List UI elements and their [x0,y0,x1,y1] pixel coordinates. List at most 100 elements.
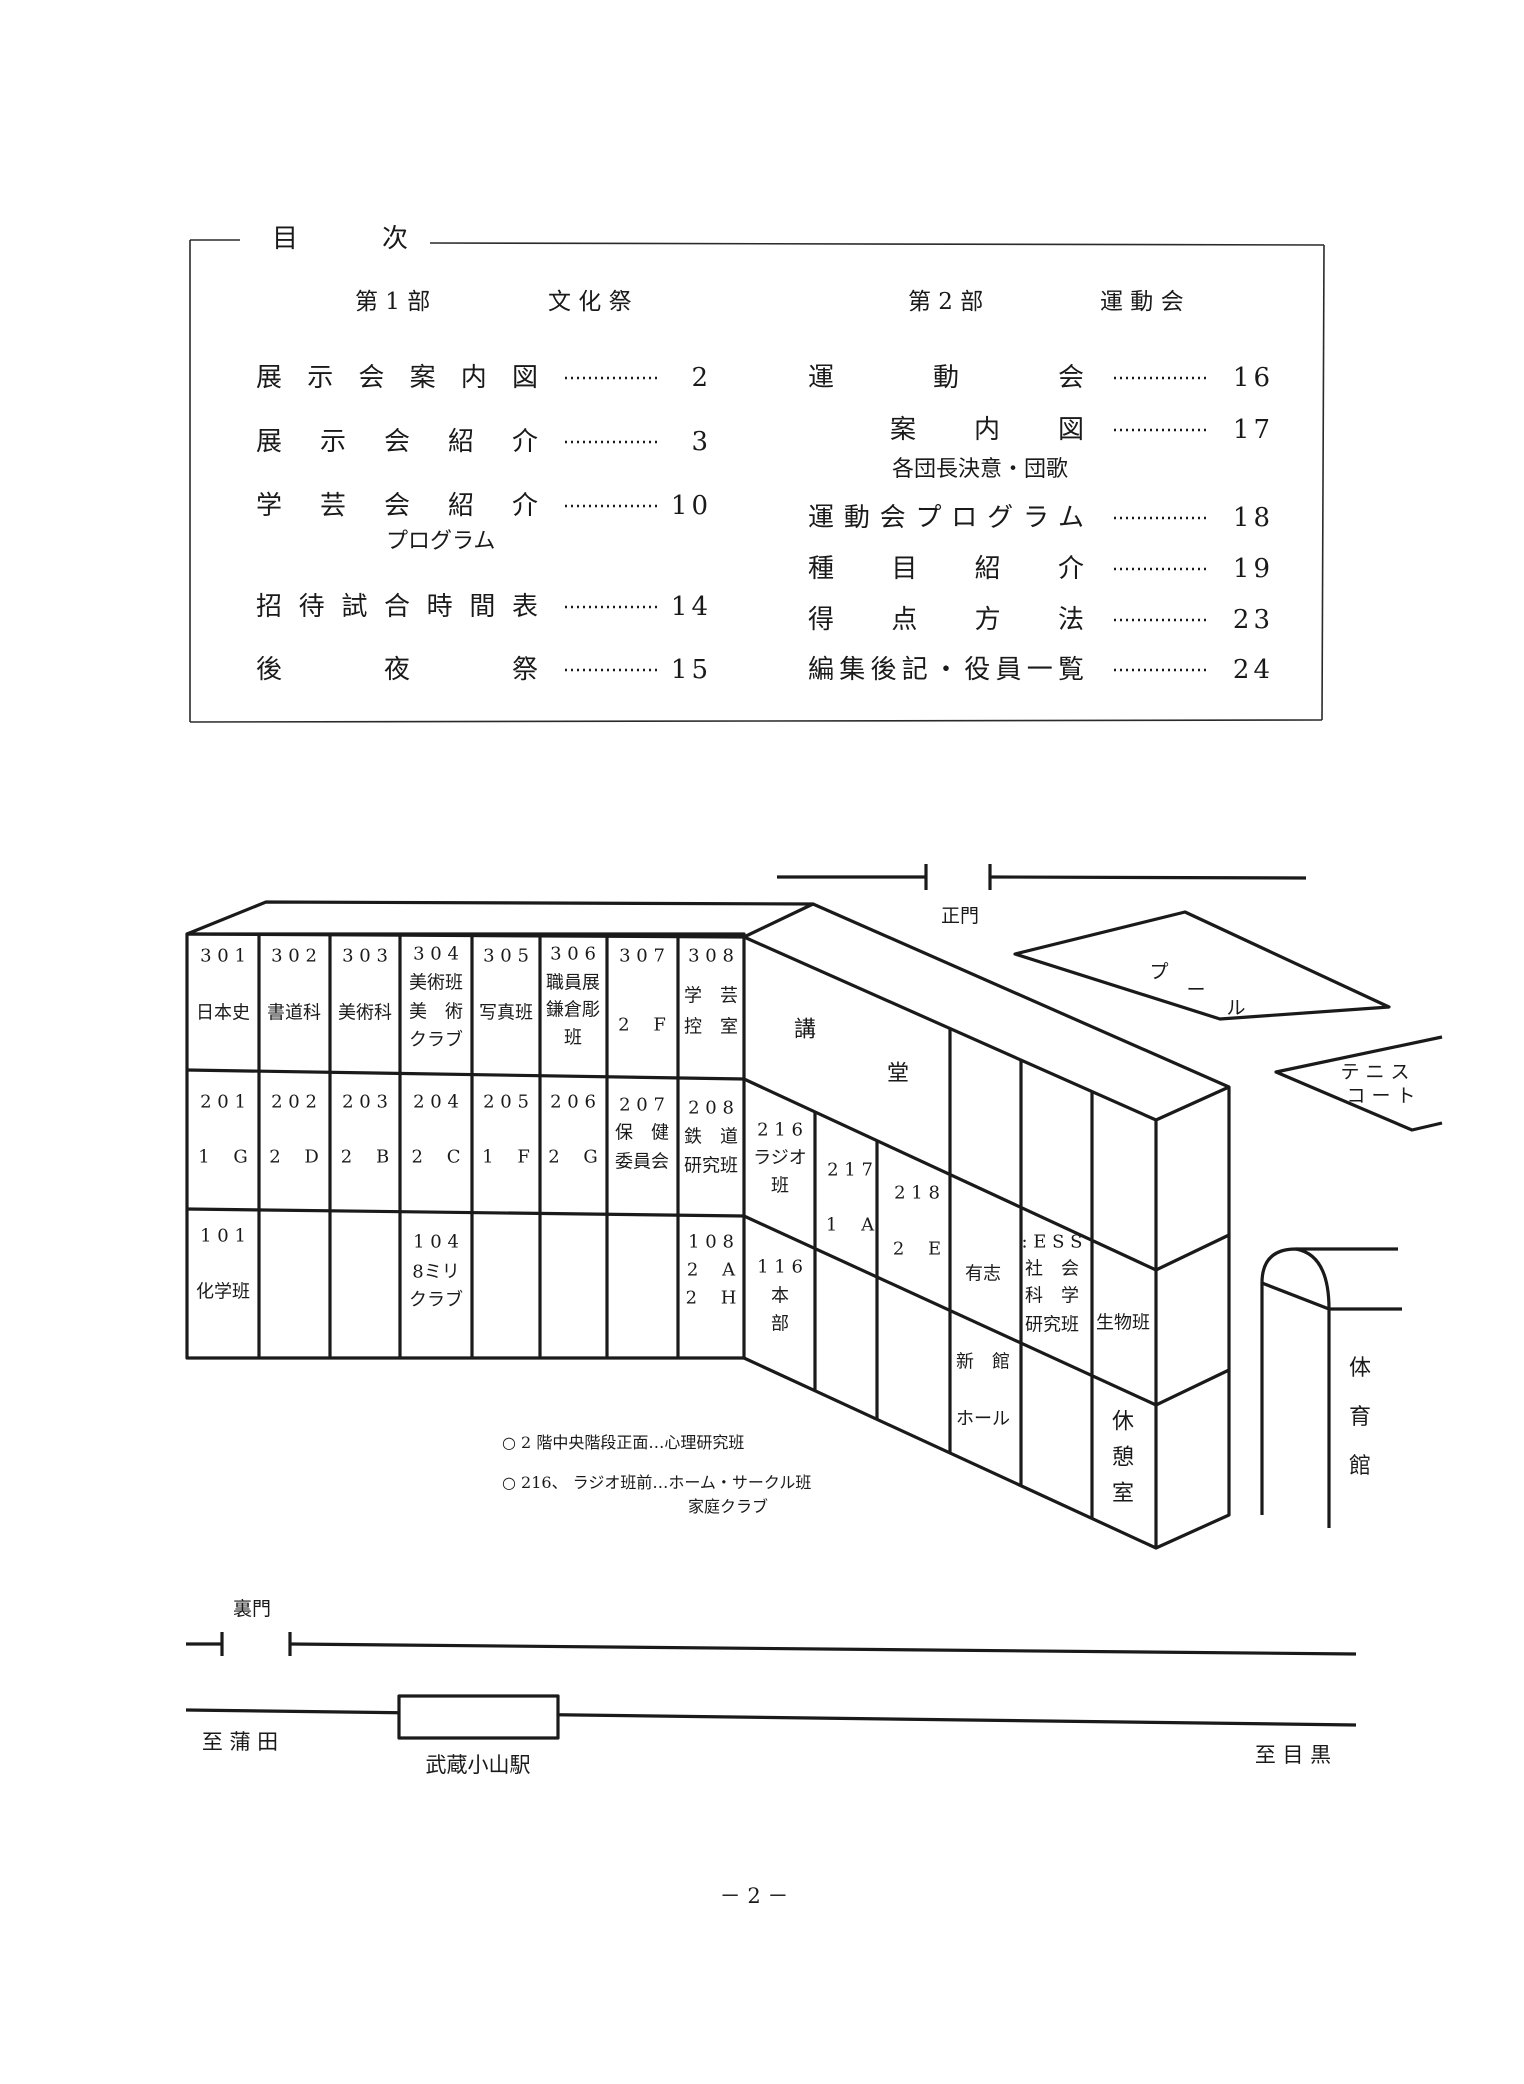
to-kamata-label: 至 蒲 田 [202,1730,278,1754]
room-label: 社 会 [1025,1259,1079,1280]
toc-frame [189,239,1325,723]
room-number: 2 0 7 [619,1095,665,1116]
room-number: 1 0 4 [413,1232,459,1253]
room-label: 2 E [893,1239,941,1260]
pool-label-2: ー [1186,979,1205,1001]
room-label: 2 F [618,1015,666,1036]
part2-name: 運 動 会 [1100,289,1184,315]
toc-item-label: 展示会案内図 [256,363,538,393]
room-number: 2 0 5 [483,1092,529,1113]
toc-item-page: 16 [1233,363,1274,393]
toc-item-page: 24 [1233,655,1274,685]
toc-item-label: 展示会紹介 [256,427,538,457]
toc-item-page: 17 [1233,415,1274,445]
room-label: 学 芸 [684,986,738,1007]
room-number: 休 [1112,1410,1134,1435]
room-number: 2 0 4 [413,1092,459,1113]
room-label: 1 G [198,1147,248,1168]
room-label: 書道科 [267,1003,321,1024]
room-label: 控 室 [684,1017,738,1038]
toc-item-label: 案内図 [890,415,1084,445]
toc-item-label: 学芸会紹介 [256,491,538,521]
room-number: 2 0 1 [200,1092,246,1113]
room-label: 科 学 [1025,1286,1079,1307]
room-label: 写真班 [479,1003,533,1024]
room-number: 3 0 2 [271,946,317,967]
part1-heading: 第 1 部 [355,289,430,315]
room-number: 有志 [965,1264,1001,1285]
room-number: 3 0 3 [342,946,388,967]
pool-label-3: ル [1226,997,1245,1019]
page-number: － 2 － [720,1884,789,1908]
room-label: 美術班 [409,973,463,994]
toc-item-page: 15 [671,655,712,685]
toc-item-sublabel: プログラム [386,529,495,554]
room-number: 1 0 1 [200,1226,246,1247]
room-label: 日本史 [196,1003,250,1024]
toc-item-sublabel: 各団長決意・団歌 [892,457,1068,482]
toc-item-label: 運動会プログラム [808,503,1084,533]
toc-item-page: 14 [671,592,712,622]
toc-title-char-1: 目 [272,224,298,254]
room-label: 2 G [548,1147,598,1168]
room-label: 2 C [412,1147,461,1168]
room-number: 3 0 8 [688,946,734,967]
note-3: 家庭クラブ [688,1497,768,1516]
room-number: 生物班 [1096,1313,1150,1334]
room-number: 2 0 3 [342,1092,388,1113]
station [397,1694,560,1740]
room-number: 3 0 6 [550,944,596,965]
station-label: 武蔵小山駅 [426,1753,531,1777]
room-number: 3 0 1 [200,946,246,967]
room-label: 鎌倉彫 [546,1000,600,1021]
room-label: 鉄 道 [684,1127,738,1148]
part2-heading: 第 2 部 [908,289,983,315]
room-label: 班 [771,1176,789,1197]
room-label: 部 [771,1314,789,1335]
room-label: 本 [771,1286,789,1307]
gym-label-3: 館 [1349,1454,1371,1479]
room-label: 研究班 [684,1156,738,1177]
room-label: クラブ [409,1029,463,1051]
tennis-label-2: コート [1346,1085,1421,1107]
toc-item-label: 編集後記・役員一覧 [808,655,1084,685]
tennis-label-1: テニス [1340,1061,1415,1083]
school-map [185,864,1443,1740]
room-label: 2 D [269,1147,319,1168]
gym-label-1: 体 [1349,1356,1371,1381]
room-label: 2 H [686,1288,737,1309]
toc-item-label: 得点方法 [808,605,1084,635]
room-label: 1 A [826,1215,875,1236]
pool [1013,910,1391,1021]
toc-item-label: 後夜祭 [256,655,538,685]
room-label: 職員展 [546,973,600,994]
room-label: クラブ [409,1289,463,1311]
room-label: 2 A [687,1260,736,1281]
part1-name: 文 化 祭 [548,289,632,315]
room-label: 1 F [482,1147,530,1168]
room-number: 2 1 6 [757,1120,803,1141]
tennis-court [1274,1035,1443,1132]
gymnasium [1260,1247,1331,1528]
railway [185,1708,1357,1727]
toc-item-label: 招待試合時間表 [256,592,538,622]
room-label: ホール [956,1409,1010,1430]
room-number: 1 1 6 [757,1257,803,1278]
toc-item-label: 運動会 [808,363,1084,393]
room-label: 委員会 [615,1152,669,1173]
room-number: 2 0 6 [550,1092,596,1113]
room-label: 8ミリ [412,1262,459,1283]
room-label: ラジオ [753,1148,807,1169]
room-label: 班 [564,1028,582,1049]
note-2: ○ 216、 ラジオ班前…ホーム・サークル班 [502,1473,811,1492]
toc-item-page: 2 [691,363,712,393]
note-1: ○ 2 階中央階段正面…心理研究班 [502,1433,744,1452]
room-label: 化学班 [196,1282,250,1303]
room-number: 2 1 7 [827,1160,873,1181]
gym-label-2: 育 [1349,1405,1371,1430]
room-label: 室 [1112,1482,1134,1507]
